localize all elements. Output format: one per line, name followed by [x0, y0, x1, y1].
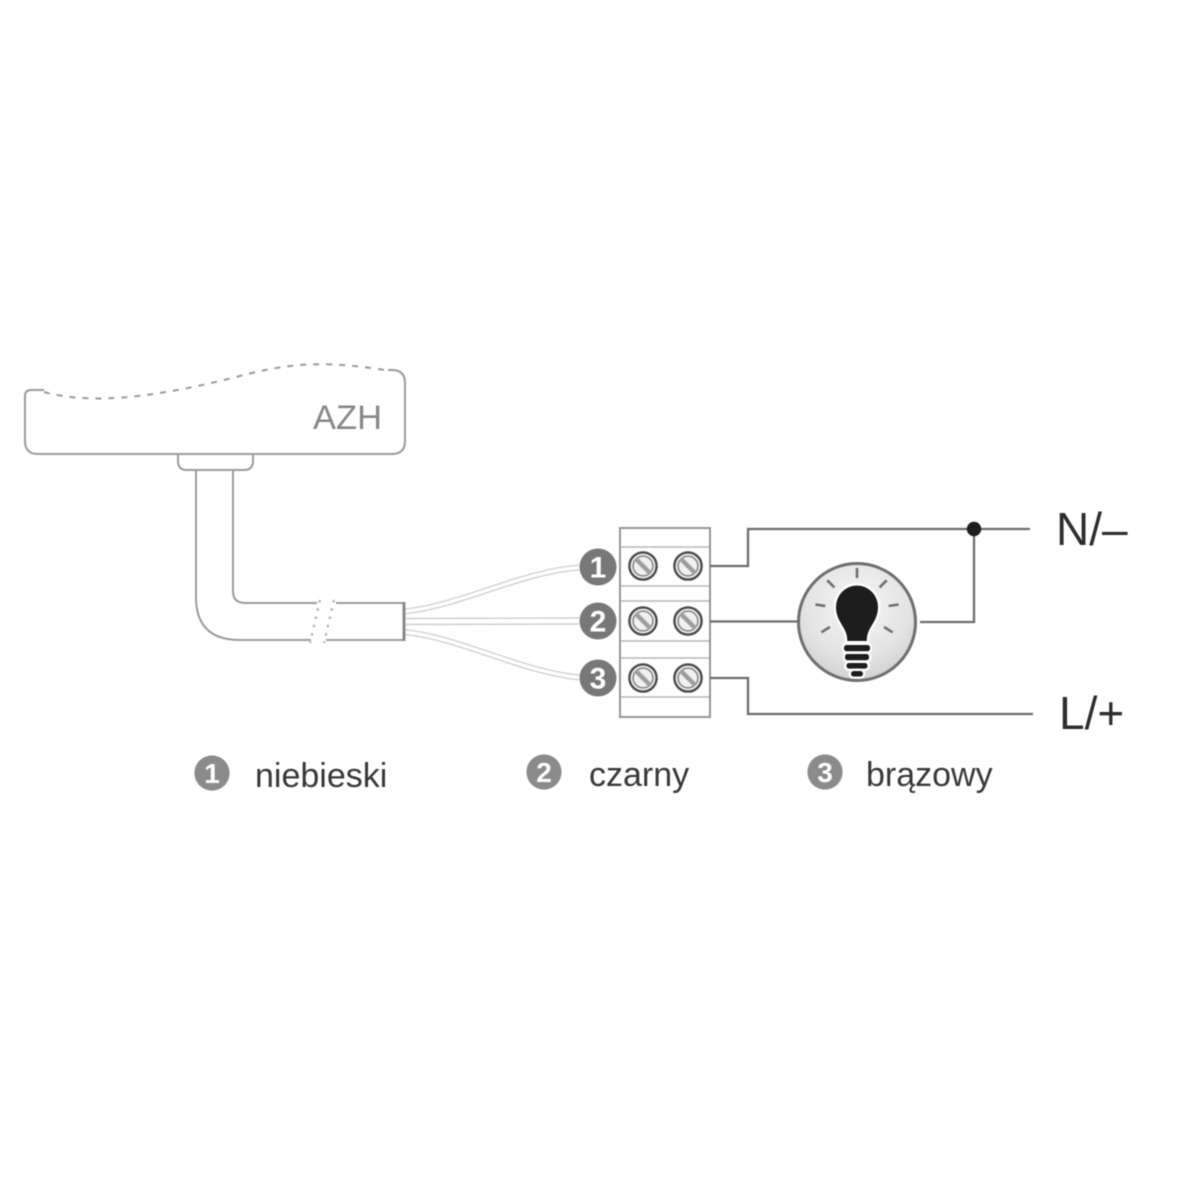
svg-text:2: 2: [590, 606, 607, 639]
svg-text:1: 1: [204, 758, 220, 789]
svg-text:czarny: czarny: [589, 756, 689, 794]
svg-text:2: 2: [536, 757, 552, 788]
svg-text:niebieski: niebieski: [255, 757, 387, 795]
svg-text:brązowy: brązowy: [866, 756, 993, 794]
svg-text:3: 3: [590, 663, 607, 696]
svg-text:N/–: N/–: [1056, 503, 1128, 555]
svg-text:L/+: L/+: [1059, 687, 1124, 739]
svg-text:AZH: AZH: [313, 399, 382, 437]
svg-text:1: 1: [590, 552, 607, 585]
svg-text:3: 3: [817, 757, 833, 788]
